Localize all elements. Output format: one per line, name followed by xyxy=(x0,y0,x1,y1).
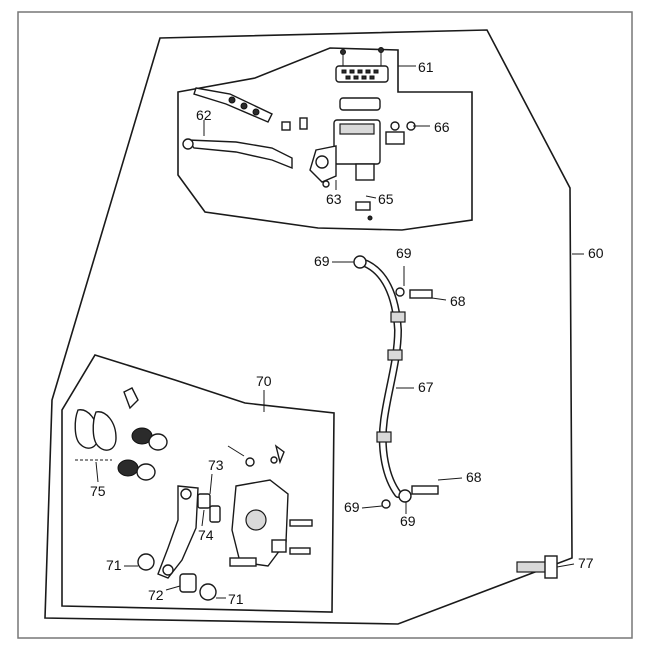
callout-71-left: 71 xyxy=(106,557,122,573)
pad-spring xyxy=(123,387,139,410)
callout-75: 75 xyxy=(90,483,106,499)
caliper-bolts-bleeder xyxy=(227,444,313,567)
callout-72: 72 xyxy=(148,587,164,603)
callout-60: 60 xyxy=(588,245,604,261)
bolt-77 xyxy=(516,555,558,579)
master-cylinder-piston-kit xyxy=(193,87,308,131)
lever-pivot-bolts xyxy=(385,121,416,145)
reservoir-diaphragm xyxy=(339,97,381,111)
master-cylinder-group-outline xyxy=(177,47,473,231)
brake-light-switch xyxy=(355,201,373,221)
image-frame xyxy=(17,11,633,639)
callout-65: 65 xyxy=(378,191,394,207)
caliper-pistons-seals xyxy=(117,427,168,481)
callout-68-lower: 68 xyxy=(466,469,482,485)
callout-73: 73 xyxy=(208,457,224,473)
caliper-group-outline-70 xyxy=(61,354,335,613)
callout-74: 74 xyxy=(198,527,214,543)
banjo-fitting-lower xyxy=(381,485,439,509)
brake-hose xyxy=(358,258,406,498)
caliper-bracket xyxy=(157,485,199,579)
brake-lever xyxy=(182,138,293,170)
callout-70: 70 xyxy=(256,373,272,389)
reservoir-cap-assembly xyxy=(335,47,389,83)
caliper-bushings xyxy=(137,493,221,601)
caliper-body xyxy=(231,479,289,567)
callout-68-upper: 68 xyxy=(450,293,466,309)
callout-61: 61 xyxy=(418,59,434,75)
callout-67: 67 xyxy=(418,379,434,395)
brake-pads xyxy=(74,409,117,461)
callout-69-upper-right: 69 xyxy=(396,245,412,261)
callout-leaders xyxy=(95,65,584,599)
callout-69-upper-left: 69 xyxy=(314,253,330,269)
callout-77: 77 xyxy=(578,555,594,571)
assembly-outline-60 xyxy=(44,29,573,625)
banjo-fitting-upper xyxy=(353,255,433,299)
callout-62: 62 xyxy=(196,107,212,123)
callout-66: 66 xyxy=(434,119,450,135)
callout-69-lower-right: 69 xyxy=(400,513,416,529)
callout-71-right: 71 xyxy=(228,591,244,607)
callout-69-lower-left: 69 xyxy=(344,499,360,515)
master-cylinder-body xyxy=(309,119,381,188)
callout-63: 63 xyxy=(326,191,342,207)
